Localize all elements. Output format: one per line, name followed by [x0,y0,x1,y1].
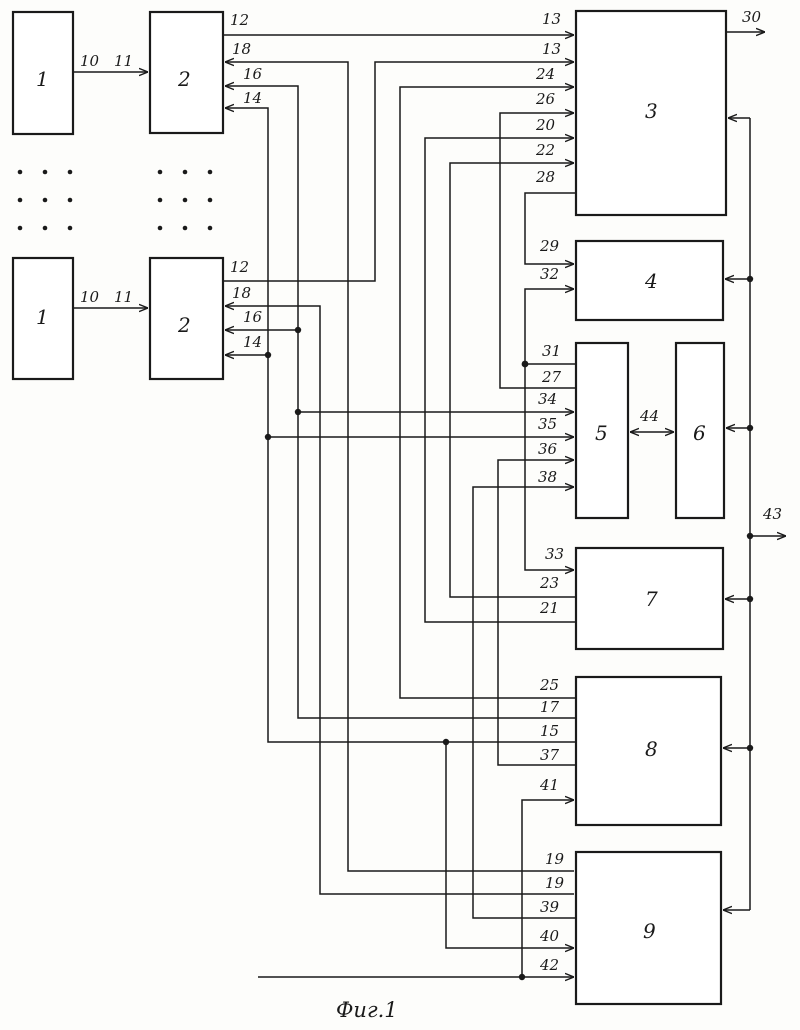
ellipsis-dots [18,170,213,231]
label-block-3: 3 [645,99,658,123]
port-38: 38 [538,468,557,486]
port-16-top: 16 [243,65,263,83]
port-13-b: 13 [542,40,561,58]
port-35: 35 [538,415,557,433]
port-37: 37 [540,746,560,764]
wire-37-36 [498,460,576,765]
port-19-a: 19 [545,850,565,868]
port-29: 29 [539,237,560,255]
port-23: 23 [539,574,559,592]
port-41: 41 [539,776,559,794]
port-25: 25 [539,676,559,694]
port-14-top: 14 [243,89,262,107]
port-11-top: 11 [114,52,133,70]
label-block-8: 8 [645,737,658,761]
port-28: 28 [535,168,555,186]
port-40: 40 [539,927,560,945]
port-31: 31 [542,342,561,360]
port-10-bottom: 10 [80,288,100,306]
label-block-1-bottom: 1 [36,305,49,329]
port-13-a: 13 [542,10,561,28]
port-44: 44 [639,407,659,425]
port-18-bottom: 18 [232,284,251,302]
label-block-2-top: 2 [177,67,191,91]
port-20: 20 [535,116,556,134]
port-34: 34 [538,390,557,408]
port-24: 24 [535,65,555,83]
label-block-6: 6 [693,421,706,445]
figure-caption: Фиг.1 [336,998,398,1022]
port-21: 21 [539,599,559,617]
port-11-bottom: 11 [114,288,133,306]
port-36: 36 [538,440,558,458]
wire-12-13-bottom [223,62,574,281]
label-block-5: 5 [595,421,608,445]
label-block-2-bottom: 2 [177,313,191,337]
port-15: 15 [540,722,559,740]
label-block-4: 4 [644,269,658,293]
port-12-top: 12 [230,11,249,29]
label-block-1-top: 1 [36,67,49,91]
port-42: 42 [539,956,559,974]
label-block-7: 7 [645,587,658,611]
port-27: 27 [541,368,562,386]
port-39: 39 [540,898,560,916]
port-30: 30 [742,8,762,26]
port-22: 22 [535,141,555,159]
label-block-9: 9 [643,919,656,943]
port-19-b: 19 [545,874,565,892]
port-12-bottom: 12 [230,258,249,276]
port-18-top: 18 [232,40,251,58]
port-32: 32 [540,265,559,283]
port-10-top: 10 [80,52,100,70]
port-16-bottom: 16 [243,308,263,326]
port-43: 43 [762,505,782,523]
wire-15-40 [446,742,574,948]
port-14-bottom: 14 [243,333,262,351]
port-33: 33 [545,545,564,563]
port-26: 26 [535,90,556,108]
port-17: 17 [540,698,560,716]
